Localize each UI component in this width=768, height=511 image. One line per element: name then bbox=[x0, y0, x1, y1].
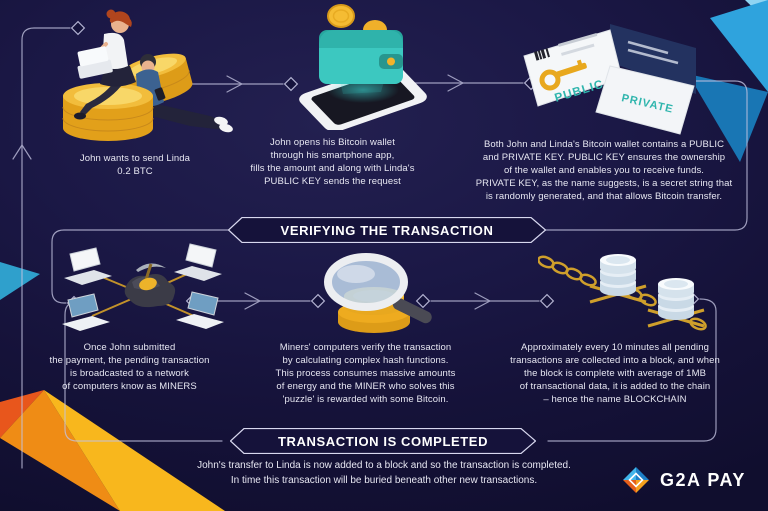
decoration-triangle bbox=[710, 0, 768, 92]
magnifier-coins-illustration bbox=[324, 253, 432, 333]
public-key-card: PUBLIC bbox=[523, 29, 623, 107]
diamond-node-icon bbox=[310, 293, 326, 309]
g2a-diamond-icon bbox=[623, 467, 649, 493]
diamond-node-icon bbox=[283, 76, 299, 92]
database-icon bbox=[600, 254, 636, 296]
step-caption-4: Once John submitted the payment, the pen… bbox=[49, 342, 210, 392]
mining-rock bbox=[124, 263, 176, 308]
laptop-icon bbox=[62, 293, 110, 331]
blockchain-illustration bbox=[538, 254, 707, 331]
people-on-coins-illustration bbox=[62, 9, 233, 141]
arrow-right-icon bbox=[244, 292, 261, 310]
miners-network-illustration bbox=[62, 243, 224, 331]
step-caption-2: John opens his Bitcoin wallet through hi… bbox=[250, 137, 415, 187]
verifying-banner-label: VERIFYING THE TRANSACTION bbox=[280, 222, 494, 238]
coin-icon bbox=[327, 4, 355, 28]
return-flow-line bbox=[21, 27, 71, 469]
completed-banner-label: TRANSACTION IS COMPLETED bbox=[277, 433, 489, 449]
step-caption-6: Approximately every 10 minutes all pendi… bbox=[510, 342, 720, 405]
completed-banner: TRANSACTION IS COMPLETED bbox=[230, 428, 536, 454]
decoration-triangle bbox=[0, 390, 120, 511]
arrow-up-icon bbox=[12, 144, 32, 160]
verifying-banner: VERIFYING THE TRANSACTION bbox=[228, 217, 546, 243]
logo-wordmark: G2A PAY bbox=[660, 469, 746, 490]
private-key-card: PRIVATE bbox=[595, 65, 695, 135]
arrow-right-icon bbox=[447, 74, 464, 92]
diamond-node-icon bbox=[539, 293, 555, 309]
flow-line bbox=[547, 298, 717, 442]
database-icon bbox=[658, 278, 694, 320]
banner-hexagon bbox=[228, 217, 546, 243]
laptop-icon bbox=[64, 247, 112, 285]
pickaxe-icon bbox=[136, 263, 166, 272]
diamond-node-icon bbox=[415, 293, 431, 309]
magnifier-handle bbox=[392, 298, 432, 324]
wallet bbox=[319, 30, 403, 84]
arrow-right-icon bbox=[474, 292, 491, 310]
wallet-smartphone-illustration bbox=[299, 4, 427, 130]
gold-key-icon bbox=[539, 59, 587, 91]
diamond-node-icon bbox=[70, 20, 86, 36]
g2a-pay-logo: G2A PAY bbox=[620, 464, 746, 496]
dark-card bbox=[610, 24, 696, 94]
step-caption-1: John wants to send Linda 0.2 BTC bbox=[79, 153, 191, 177]
decoration-triangle bbox=[688, 74, 768, 162]
laptop-icon bbox=[176, 291, 224, 329]
footer-summary: John's transfer to Linda is now added to… bbox=[197, 460, 571, 486]
flow-line bbox=[543, 80, 748, 231]
flow-line bbox=[51, 229, 229, 304]
step-caption-3: Both John and Linda's Bitcoin wallet con… bbox=[475, 139, 733, 202]
public-private-key-illustration: PUBLIC PRIVATE bbox=[523, 24, 696, 135]
woman-figure bbox=[74, 9, 136, 120]
decoration-triangle bbox=[0, 262, 40, 300]
arrow-right-icon bbox=[226, 75, 243, 93]
magnifier-glass-icon bbox=[324, 253, 408, 311]
laptop-icon bbox=[174, 243, 222, 281]
step-caption-5: Miners' computers verify the transaction… bbox=[275, 342, 456, 405]
decoration-triangle bbox=[44, 390, 225, 511]
banner-hexagon bbox=[230, 428, 536, 454]
